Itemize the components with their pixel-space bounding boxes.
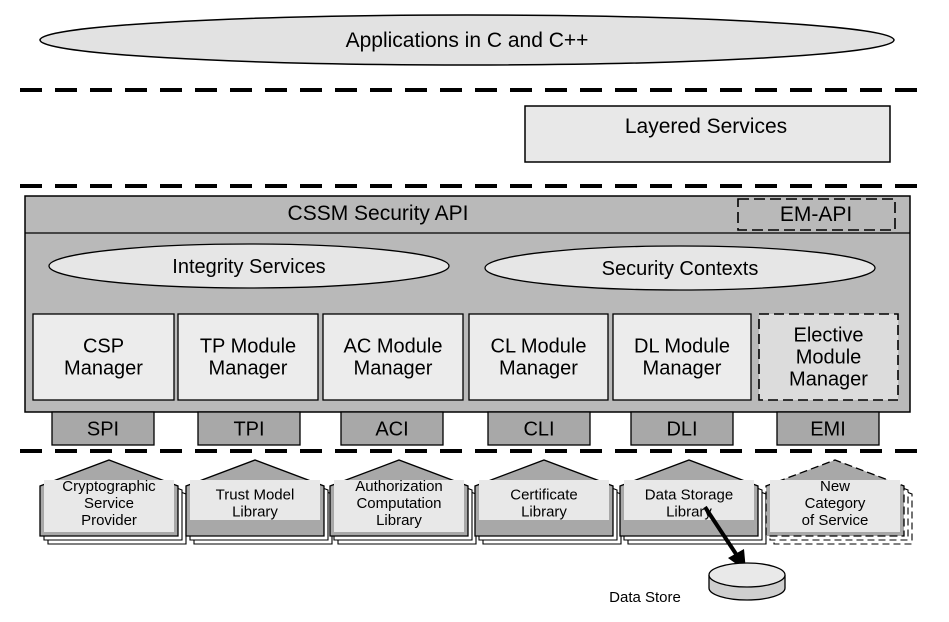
module-3-line-2: Computation	[356, 495, 441, 512]
module-5-line-2: Library	[666, 503, 712, 520]
layered-services-label: Layered Services	[625, 115, 787, 138]
module-4-line-1: Certificate	[510, 486, 578, 503]
manager-6-line-3: Manager	[789, 368, 868, 390]
interface-tpi: TPI	[197, 411, 301, 446]
manager-4-line-1: CL Module	[491, 335, 587, 357]
layered-services-node: Layered Services	[524, 105, 891, 163]
module-3-line-1: Authorization	[355, 478, 443, 495]
manager-1-line-2: Manager	[64, 357, 143, 379]
module-3-line-3: Library	[376, 512, 422, 529]
interface-aci: ACI	[340, 411, 444, 446]
security-contexts-ellipse	[484, 245, 876, 291]
interface-emi: EMI	[776, 411, 880, 446]
manager-5-line-2: Manager	[643, 357, 722, 379]
manager-6-line-1: Elective	[793, 324, 863, 346]
manager-2-line-2: Manager	[209, 357, 288, 379]
module-6-line-1: New	[820, 478, 850, 495]
module-6-line-2: Category	[805, 495, 866, 512]
manager-6-line-2: Module	[796, 346, 862, 368]
cssm-api-label: CSSM Security API	[288, 202, 469, 225]
manager-2-line-1: TP Module	[200, 335, 296, 357]
interface-row: SPI TPI ACI CLI DLI EMI	[51, 411, 880, 446]
module-2-line-1: Trust Model	[216, 486, 295, 503]
module-4-line-2: Library	[521, 503, 567, 520]
module-5-line-1: Data Storage	[645, 486, 733, 503]
interface-label: TPI	[233, 418, 264, 440]
interface-dli: DLI	[630, 411, 734, 446]
data-store-icon	[708, 562, 786, 601]
manager-4-line-2: Manager	[499, 357, 578, 379]
manager-3-line-1: AC Module	[344, 335, 443, 357]
applications-node: Applications in C and C++	[39, 14, 895, 66]
interface-label: DLI	[666, 418, 697, 440]
manager-5-line-1: DL Module	[634, 335, 730, 357]
em-api-label: EM-API	[780, 203, 852, 226]
manager-3-line-2: Manager	[354, 357, 433, 379]
module-1-line-1: Cryptographic	[62, 478, 156, 495]
interface-label: CLI	[523, 418, 554, 440]
em-api-box	[737, 198, 896, 231]
integrity-services-ellipse	[48, 243, 450, 289]
integrity-services-label: Integrity Services	[172, 256, 325, 278]
manager-1-line-1: CSP	[83, 335, 124, 357]
module-6-line-3: of Service	[802, 512, 869, 529]
module-2-line-2: Library	[232, 503, 278, 520]
interface-cli: CLI	[487, 411, 591, 446]
interface-label: ACI	[375, 418, 408, 440]
interface-label: SPI	[87, 418, 119, 440]
module-1-line-2: Service	[84, 495, 134, 512]
data-store-label: Data Store	[609, 589, 681, 606]
interface-label: EMI	[810, 418, 846, 440]
interface-spi: SPI	[51, 411, 155, 446]
security-contexts-label: Security Contexts	[602, 258, 759, 280]
applications-label: Applications in C and C++	[346, 29, 589, 52]
module-1-line-3: Provider	[81, 512, 137, 529]
